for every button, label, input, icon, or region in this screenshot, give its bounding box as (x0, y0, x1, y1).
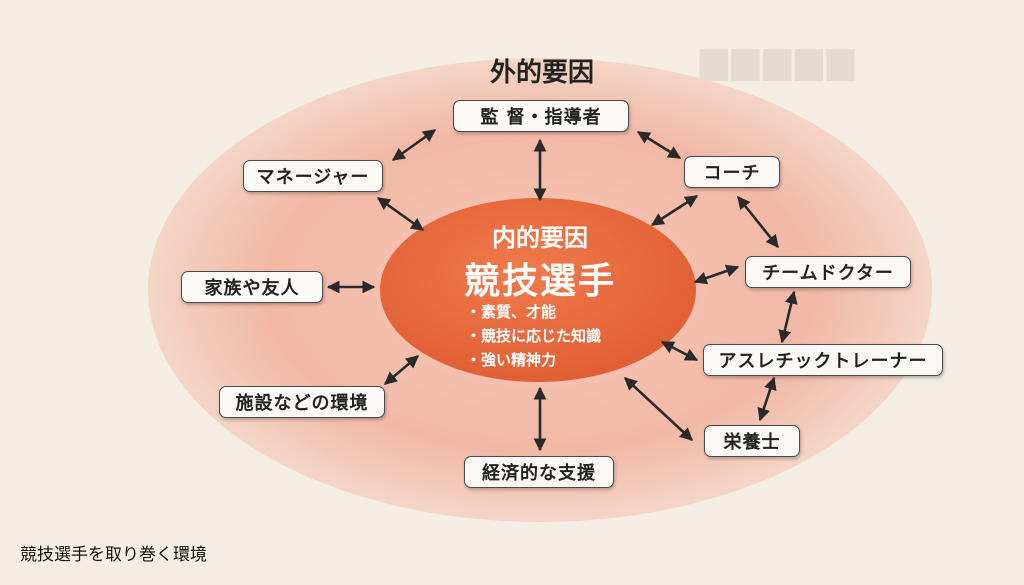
node-family: 家族や友人 (181, 271, 323, 303)
inner-factors-ellipse (380, 198, 696, 382)
trait-item: 強い精神力 (466, 348, 601, 372)
arrow-manager-center (376, 196, 425, 232)
arrow-trainer-nutritionist (757, 376, 777, 422)
trait-item: 素質、才能 (466, 300, 601, 324)
node-team-doctor: チームドクター (745, 256, 911, 288)
arrow-center-nutritionist (624, 377, 693, 441)
center-athlete-label: 競技選手 (463, 261, 616, 302)
node-manager: マネージャー (243, 160, 383, 192)
node-coach: コーチ (684, 156, 780, 188)
node-trainer: アスレチックトレーナー (703, 344, 943, 376)
background-page-texture: ▆▆▆▆▆ (700, 40, 859, 81)
arrow-coach-teamdoctor (736, 195, 780, 249)
arrow-director-coach (636, 130, 682, 160)
inner-traits-list: 素質、才能 競技に応じた知識 強い精神力 (466, 300, 601, 372)
arrow-center-trainer (660, 340, 699, 362)
inner-factors-title: 内的要因 (492, 224, 588, 252)
trait-item: 競技に応じた知識 (466, 324, 601, 348)
figure-caption: 競技選手を取り巻く環境 (20, 545, 207, 565)
arrow-coach-center (650, 194, 699, 227)
arrow-center-facilities (384, 355, 419, 385)
node-director: 監 督・指導者 (453, 100, 629, 132)
node-nutritionist: 栄養士 (704, 425, 800, 457)
node-facilities: 施設などの環境 (219, 386, 385, 418)
node-economic: 経済的な支援 (464, 456, 614, 488)
arrow-director-manager (391, 128, 437, 162)
arrow-teamdoctor-trainer (778, 290, 798, 344)
arrow-center-teamdoctor (693, 264, 740, 285)
outer-factors-title: 外的要因 (489, 58, 594, 88)
